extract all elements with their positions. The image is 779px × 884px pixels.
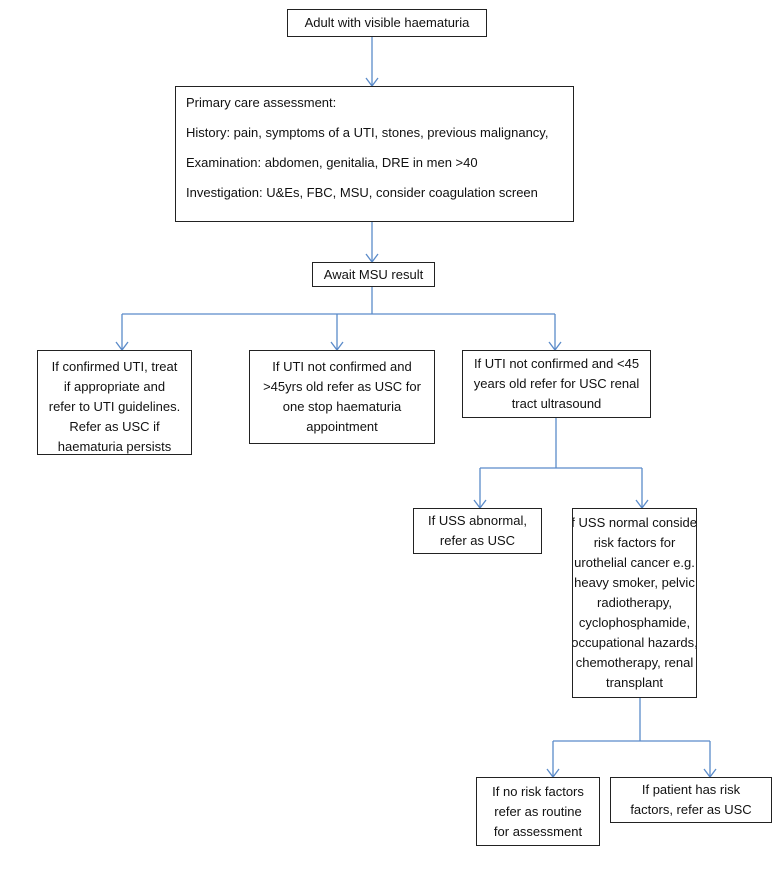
node-text-line: one stop haematuria — [282, 399, 402, 414]
node-uss-abnormal: If USS abnormal, refer as USC — [413, 508, 542, 554]
node-text-line: years old refer for USC renal — [473, 376, 640, 391]
connector-start-to-assessment — [365, 37, 379, 88]
connector-assessment-to-msu — [365, 222, 379, 264]
node-text-line: factors, refer as USC — [630, 802, 752, 817]
node-text-line: radiotherapy, — [597, 595, 672, 610]
node-primary-care-assessment: Primary care assessment: History: pain, s… — [175, 86, 574, 222]
node-text-line: Refer as USC if — [69, 419, 160, 434]
node-text-line: occupational hazards, — [572, 635, 697, 650]
node-no-risk-factors: If no risk factors refer as routine for as… — [476, 777, 600, 846]
node-text-line: heavy smoker, pelvic — [574, 575, 695, 590]
node-text-line: If patient has risk — [641, 782, 741, 797]
connector-ultrasound-branch — [473, 418, 649, 510]
node-text-line: Examination: abdomen, genitalia, DRE in … — [186, 155, 478, 170]
node-await-msu-result: Await MSU result — [312, 262, 435, 287]
node-text-line: for assessment — [493, 823, 583, 839]
node-adult-visible-haematuria: Adult with visible haematuria — [287, 9, 487, 37]
node-text-line: transplant — [605, 675, 664, 690]
node-text-line: refer as routine — [494, 803, 582, 819]
node-text-line: Adult with visible haematuria — [304, 15, 470, 30]
node-uti-not-confirmed-over-45: If UTI not confirmed and >45yrs old refer… — [249, 350, 435, 444]
node-text-line: chemotherapy, renal — [575, 655, 694, 670]
node-text-line: If USS normal consider — [572, 515, 697, 530]
node-text-line: If no risk factors — [492, 783, 584, 799]
node-text-line: refer as USC — [439, 533, 516, 548]
node-text-line: refer to UTI guidelines. — [48, 399, 181, 414]
node-text-line: urothelial cancer e.g. — [574, 555, 695, 570]
node-text-line: cyclophosphamide, — [578, 615, 691, 630]
connector-risk-branch — [546, 698, 717, 779]
node-uti-not-confirmed-under-45: If UTI not confirmed and <45 years old re… — [462, 350, 651, 418]
node-text-line: History: pain, symptoms of a UTI, stones… — [186, 125, 549, 140]
node-text-line: haematuria persists — [57, 439, 172, 454]
node-text-line: if appropriate and — [63, 379, 166, 394]
node-confirmed-uti: If confirmed UTI, treat if appropriate an… — [37, 350, 192, 455]
node-text-line: risk factors for — [593, 535, 676, 550]
node-text-line: Await MSU result — [323, 266, 424, 282]
node-text-line: Primary care assessment: — [186, 95, 337, 110]
node-text-line: tract ultrasound — [511, 396, 602, 411]
node-text-line: If UTI not confirmed and — [272, 359, 412, 374]
node-has-risk-factors: If patient has risk factors, refer as USC — [610, 777, 772, 823]
node-text-line: Investigation: U&Es, FBC, MSU, consider … — [186, 185, 538, 200]
connector-msu-branch — [115, 287, 562, 352]
node-text-line: If USS abnormal, — [428, 513, 527, 528]
node-text-line: >45yrs old refer as USC for — [263, 379, 421, 394]
node-text-line: appointment — [306, 419, 378, 434]
node-text-line: If UTI not confirmed and <45 — [473, 356, 640, 371]
node-text-line: If confirmed UTI, treat — [51, 359, 178, 374]
node-uss-normal-risk-factors: If USS normal consider risk factors for ur… — [572, 508, 697, 698]
